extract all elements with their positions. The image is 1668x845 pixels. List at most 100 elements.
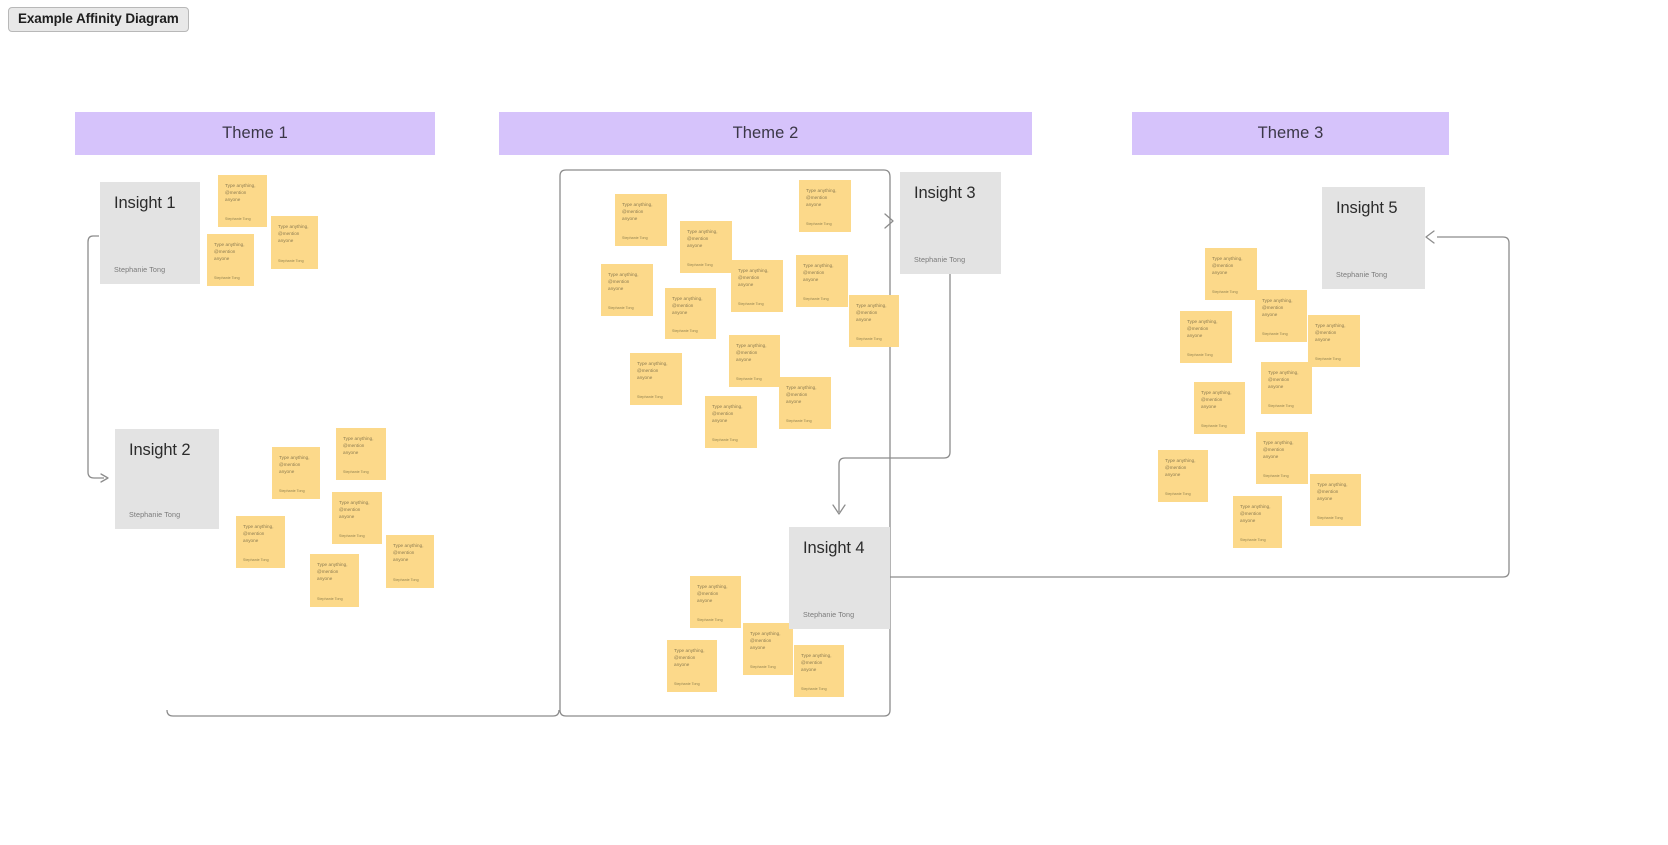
diagram-title-chip[interactable]: Example Affinity Diagram bbox=[8, 7, 189, 32]
sticky-note-author: Stephanie Tong bbox=[317, 597, 343, 601]
conn-insight4-to-insight5-arrowhead bbox=[1425, 230, 1435, 244]
sticky-note-text[interactable]: Type anything, @mention anyone bbox=[1317, 482, 1348, 502]
sticky-note-text[interactable]: Type anything, @mention anyone bbox=[736, 343, 767, 363]
sticky-note-text[interactable]: Type anything, @mention anyone bbox=[1187, 319, 1218, 339]
sticky-note-author: Stephanie Tong bbox=[637, 395, 663, 399]
sticky-note-text[interactable]: Type anything, @mention anyone bbox=[637, 361, 668, 381]
sticky-note-text[interactable]: Type anything, @mention anyone bbox=[1201, 390, 1232, 410]
sticky-note-text[interactable]: Type anything, @mention anyone bbox=[687, 229, 718, 249]
sticky-note-text[interactable]: Type anything, @mention anyone bbox=[674, 648, 705, 668]
insight-card-title[interactable]: Insight 5 bbox=[1336, 199, 1398, 217]
sticky-note-text[interactable]: Type anything, @mention anyone bbox=[697, 584, 728, 604]
sticky-note-text[interactable]: Type anything, @mention anyone bbox=[801, 653, 832, 673]
sticky-note-author: Stephanie Tong bbox=[856, 337, 882, 341]
insight-card-title[interactable]: Insight 4 bbox=[803, 539, 865, 557]
sticky-note-text[interactable]: Type anything, @mention anyone bbox=[393, 543, 424, 563]
sticky-note-text[interactable]: Type anything, @mention anyone bbox=[243, 524, 274, 544]
theme-header-2[interactable]: Theme 2 bbox=[499, 112, 1032, 155]
sticky-note-text[interactable]: Type anything, @mention anyone bbox=[786, 385, 817, 405]
insight-card-author: Stephanie Tong bbox=[803, 610, 855, 619]
sticky-note-text[interactable]: Type anything, @mention anyone bbox=[608, 272, 639, 292]
sticky-note-text[interactable]: Type anything, @mention anyone bbox=[803, 263, 834, 283]
sticky-note-text[interactable]: Type anything, @mention anyone bbox=[1315, 323, 1346, 343]
insight-card-title[interactable]: Insight 2 bbox=[129, 441, 191, 459]
sticky-note-text[interactable]: Type anything, @mention anyone bbox=[750, 631, 781, 651]
sticky-note-text[interactable]: Type anything, @mention anyone bbox=[1240, 504, 1271, 524]
conn-insight1-to-insight2-arrowhead bbox=[100, 473, 109, 483]
sticky-note-text[interactable]: Type anything, @mention anyone bbox=[339, 500, 370, 520]
sticky-note-text[interactable]: Type anything, @mention anyone bbox=[622, 202, 653, 222]
sticky-note-author: Stephanie Tong bbox=[608, 306, 634, 310]
sticky-note-text[interactable]: Type anything, @mention anyone bbox=[856, 303, 887, 323]
sticky-note-text[interactable]: Type anything, @mention anyone bbox=[278, 224, 309, 244]
insight-card-title[interactable]: Insight 1 bbox=[114, 194, 176, 212]
sticky-note-text[interactable]: Type anything, @mention anyone bbox=[806, 188, 837, 208]
sticky-note-text[interactable]: Type anything, @mention anyone bbox=[672, 296, 703, 316]
insight-4-card[interactable]: Insight 4 Stephanie Tong bbox=[789, 527, 890, 629]
sticky-note-author: Stephanie Tong bbox=[393, 578, 419, 582]
sticky-note-text[interactable]: Type anything, @mention anyone bbox=[343, 436, 374, 456]
sticky-note-text[interactable]: Type anything, @mention anyone bbox=[1165, 458, 1196, 478]
sticky-note-text[interactable]: Type anything, @mention anyone bbox=[279, 455, 310, 475]
sticky-note-author: Stephanie Tong bbox=[803, 297, 829, 301]
sticky-note-text[interactable]: Type anything, @mention anyone bbox=[738, 268, 769, 288]
sticky-note-text[interactable]: Type anything, @mention anyone bbox=[1263, 440, 1294, 460]
sticky-note-text[interactable]: Type anything, @mention anyone bbox=[225, 183, 256, 203]
sticky-note-author: Stephanie Tong bbox=[687, 263, 713, 267]
theme-header-3[interactable]: Theme 3 bbox=[1132, 112, 1449, 155]
sticky-note-author: Stephanie Tong bbox=[339, 534, 365, 538]
sticky-note-author: Stephanie Tong bbox=[1263, 474, 1289, 478]
sticky-note-author: Stephanie Tong bbox=[1262, 332, 1288, 336]
insight-card-title[interactable]: Insight 3 bbox=[914, 184, 976, 202]
sticky-note-text[interactable]: Type anything, @mention anyone bbox=[1268, 370, 1299, 390]
theme-header-1[interactable]: Theme 1 bbox=[75, 112, 435, 155]
sticky-note-text[interactable]: Type anything, @mention anyone bbox=[214, 242, 245, 262]
sticky-note-text[interactable]: Type anything, @mention anyone bbox=[1212, 256, 1243, 276]
sticky-note-text[interactable]: Type anything, @mention anyone bbox=[317, 562, 348, 582]
sticky-note-text[interactable]: Type anything, @mention anyone bbox=[712, 404, 743, 424]
sticky-note-author: Stephanie Tong bbox=[243, 558, 269, 562]
sticky-note-author: Stephanie Tong bbox=[343, 470, 369, 474]
sticky-note-text[interactable]: Type anything, @mention anyone bbox=[1262, 298, 1293, 318]
